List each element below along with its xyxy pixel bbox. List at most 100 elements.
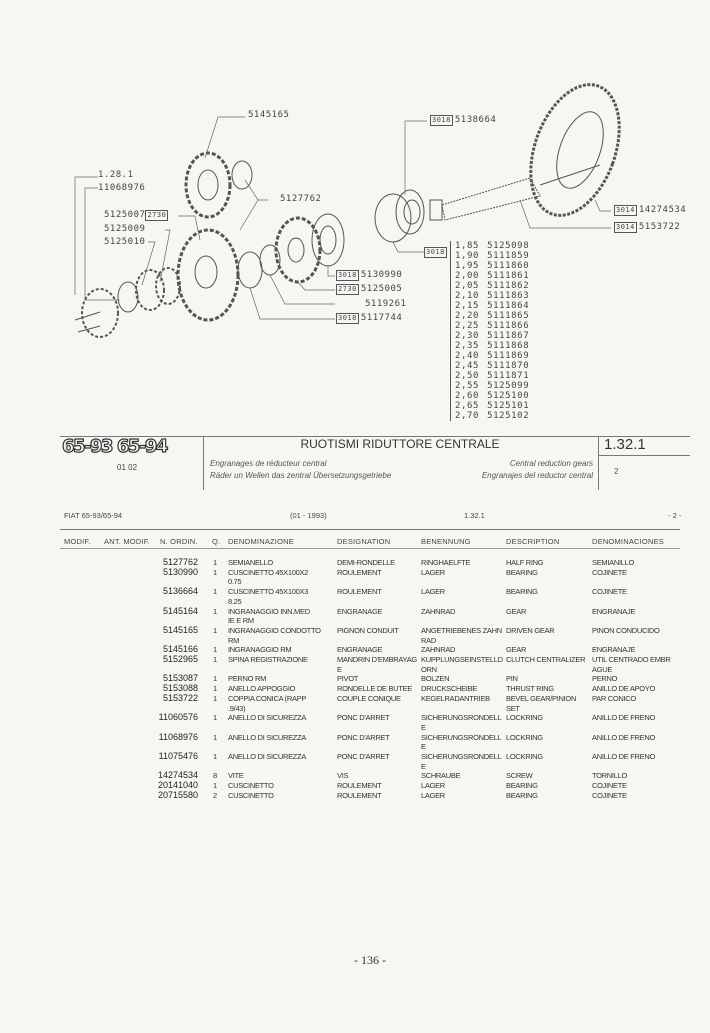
- ref-box: 2730: [336, 284, 359, 295]
- name-it: COPPIA CONICA (RAPP .9/43): [228, 693, 307, 713]
- name-fr: MANDRIN D'EMBRAYAG E: [337, 655, 417, 674]
- part-number: 5145166: [162, 644, 198, 655]
- callout-number: 5138664: [454, 115, 497, 125]
- col-denominaciones: DENOMINACIONES: [592, 537, 664, 546]
- shim-entry: 2,25 5111866: [455, 321, 529, 331]
- name-it: ANELLO APPOGGIO: [228, 684, 296, 694]
- name-es: SEMIANILLO: [592, 558, 635, 567]
- name-it: ANELLO DI SICUREZZA: [228, 732, 307, 742]
- part-number: 5136664: [162, 586, 198, 597]
- shim-part-number: 5111863: [487, 291, 530, 301]
- name-en: LOCKRING: [506, 713, 543, 723]
- header-divider-right: [598, 436, 599, 490]
- shim-part-number: 5111867: [487, 331, 530, 341]
- quantity: 1: [213, 781, 217, 791]
- shim-part-number: 5111866: [487, 321, 530, 331]
- name-it: INGRANAGGIO CONDOTTO RM: [228, 625, 321, 645]
- name-de: BOLZEN: [421, 674, 450, 684]
- name-en: BEARING: [506, 781, 538, 791]
- shim-part-number: 5111870: [487, 361, 530, 371]
- name-en: BEARING: [506, 567, 538, 577]
- name-en: PIN: [506, 674, 518, 684]
- name-en: GEAR: [506, 606, 527, 616]
- name-de: SICHERUNGSRONDELLE: [421, 752, 502, 771]
- shim-entry: 2,45 5111870: [455, 361, 529, 371]
- input-shaft-drawing: [74, 267, 181, 338]
- header-divider: [203, 436, 204, 490]
- leader-lines: [74, 116, 611, 320]
- name-fr: ROULEMENT: [337, 587, 382, 597]
- header-top-rule: [60, 436, 690, 437]
- part-number: 11075476: [158, 751, 198, 762]
- name-de: ANGETRIEBENES ZAHN RAD: [421, 625, 502, 645]
- ref-box: 3014: [614, 222, 637, 233]
- table-section: 1.32.1: [464, 511, 485, 520]
- part-number: 5153088: [162, 683, 198, 694]
- name-en: CLUTCH CENTRALIZER: [506, 655, 586, 665]
- ref-box: 3018: [336, 313, 359, 324]
- shim-thickness: 2,25: [455, 321, 480, 331]
- callout-1-28-1: 1.28.1: [98, 170, 134, 180]
- subtitle-fr: Engranages de réducteur central: [210, 459, 327, 468]
- part-number: 11068976: [158, 731, 198, 742]
- model-logo: 65-93 65-94: [61, 436, 169, 457]
- part-number: 20715580: [157, 789, 198, 800]
- shim-thickness: 2,00: [455, 271, 480, 281]
- name-de: LAGER: [421, 781, 445, 791]
- name-es: COJINETE: [592, 790, 627, 800]
- name-fr: ENGRANAGE: [337, 645, 383, 655]
- shim-thickness: 2,35: [455, 341, 480, 351]
- name-es: UTIL CENTRADO EMBR AGUE: [592, 655, 671, 674]
- name-es: COJINETE: [592, 567, 627, 577]
- shim-entry: 2,00 5111861: [455, 271, 529, 281]
- name-es: ENGRANAJE: [592, 606, 636, 616]
- name-de: KEGELRADANTRIEB: [421, 693, 490, 703]
- name-fr: ROULEMENT: [337, 781, 382, 791]
- bearing-drawing: [311, 213, 345, 267]
- shim-thickness: 2,70: [455, 411, 480, 421]
- part-number: 20141040: [157, 780, 198, 791]
- name-en: GEAR: [506, 645, 527, 655]
- large-gear-drawing: [176, 228, 240, 322]
- name-de: LAGER: [421, 567, 445, 577]
- name-fr: ROULEMENT: [337, 790, 382, 800]
- shim-part-number: 5111861: [487, 271, 530, 281]
- name-it: ANELLO DI SICUREZZA: [228, 752, 307, 762]
- name-de: SCHRAUBE: [421, 771, 461, 781]
- quantity: 1: [213, 713, 217, 723]
- quantity: 1: [213, 587, 217, 597]
- callout-number: 14274534: [638, 205, 687, 215]
- shim-part-number: 5111871: [487, 371, 530, 381]
- shim-thickness: 2,45: [455, 361, 480, 371]
- half-ring-drawing: [231, 160, 253, 190]
- table-header-bottom-rule: [60, 548, 680, 549]
- name-es: PINON CONDUCIDO: [592, 625, 660, 635]
- part-number: 11060576: [158, 712, 198, 723]
- callout-5125010: 5125010: [104, 237, 146, 247]
- name-de: ZAHNRAD: [421, 606, 456, 616]
- name-it: VITE: [228, 771, 244, 781]
- name-fr: PONC D'ARRET: [337, 732, 390, 742]
- quantity: 1: [213, 625, 217, 635]
- callout-number: 5130990: [360, 270, 403, 280]
- name-es: COJINETE: [592, 587, 627, 597]
- shim-thickness: 2,05: [455, 281, 480, 291]
